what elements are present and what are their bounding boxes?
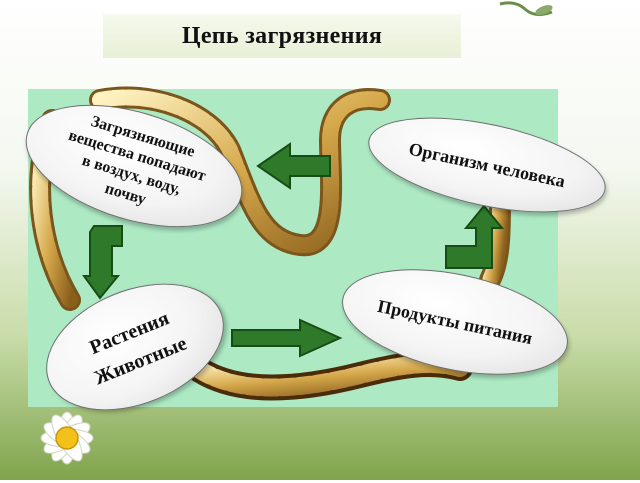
arrow-human-to-pollutants bbox=[256, 142, 331, 190]
diagram-title: Цепь загрязнения bbox=[181, 22, 383, 49]
arrow-food-to-human bbox=[445, 204, 505, 269]
node-food-label: Продукты питания bbox=[375, 295, 535, 348]
arrow-plants-to-food bbox=[231, 318, 343, 358]
arrow-pollutants-to-plants bbox=[82, 225, 123, 300]
daisy-decoration bbox=[22, 398, 112, 483]
node-human-body-label: Организм человека bbox=[407, 138, 568, 191]
title-box: Цепь загрязнения bbox=[103, 14, 461, 58]
leaf-decoration bbox=[496, 0, 566, 27]
